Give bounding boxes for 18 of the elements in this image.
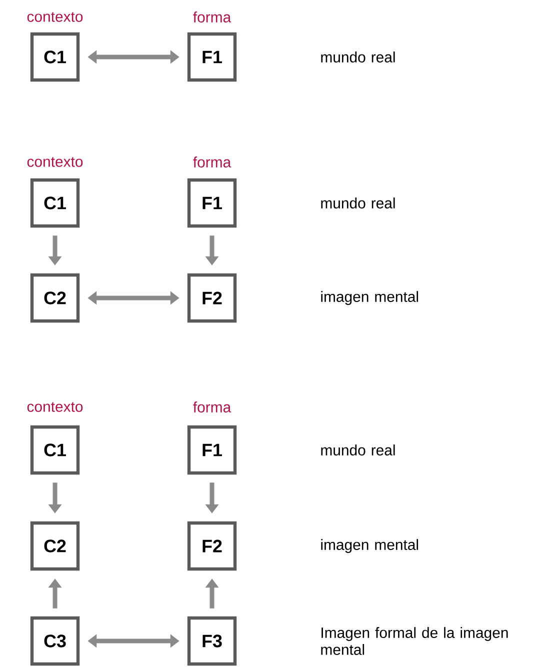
box: C2 <box>30 521 80 571</box>
box: C1 <box>30 425 80 475</box>
box: F1 <box>187 425 237 475</box>
box: F2 <box>187 521 237 571</box>
level-label: imagen mental <box>321 291 418 305</box>
box: F1 <box>187 178 237 228</box>
level-label: Imagen formal de la imagen mental <box>321 627 508 655</box>
level-label: mundo real <box>321 52 395 62</box>
level-label: mundo real <box>321 444 395 456</box>
box: F2 <box>187 273 237 323</box>
level-label: imagen mental <box>321 539 418 553</box>
box: C1 <box>30 32 80 82</box>
box: F1 <box>187 32 237 82</box>
box: C2 <box>30 273 80 323</box>
level-label: mundo real <box>321 198 395 208</box>
box: F3 <box>187 616 237 666</box>
box: C1 <box>30 178 80 228</box>
box: C3 <box>30 616 80 666</box>
